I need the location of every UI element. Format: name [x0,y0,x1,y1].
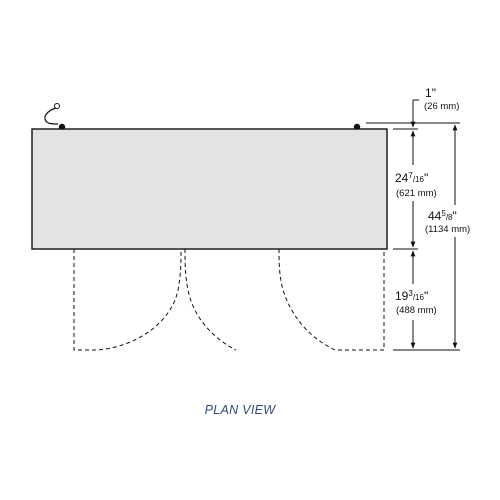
gap-dimension-label: 1" (26 mm) [424,86,459,112]
svg-text:247/16": 247/16" [395,171,428,185]
total-dimension-label: 445/8" (1134 mm) [424,205,474,237]
door-swing-outline [73,248,385,351]
depth-dimension-label: 247/16" (621 mm) [394,165,438,201]
svg-text:1": 1" [425,86,436,100]
svg-text:(621 mm): (621 mm) [396,188,437,199]
svg-text:445/8": 445/8" [428,209,457,223]
door-swing-dimension-label: 193/16" (488 mm) [394,284,438,320]
plan-view-caption: PLAN VIEW [205,403,277,417]
cabinet-body [31,128,388,250]
svg-text:(1134 mm): (1134 mm) [425,224,470,235]
power-cord-icon [44,103,60,125]
svg-text:(26 mm): (26 mm) [424,101,459,112]
svg-text:(488 mm): (488 mm) [396,305,437,316]
svg-text:193/16": 193/16" [395,289,428,303]
